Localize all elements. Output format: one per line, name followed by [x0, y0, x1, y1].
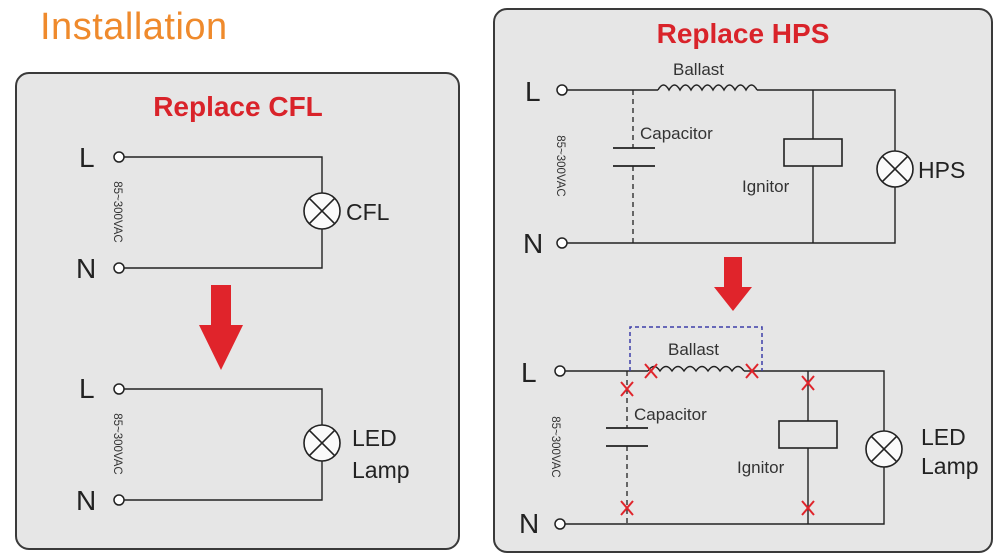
cfl-line-label: L	[79, 142, 95, 173]
cfl-led-voltage-label: 85~300VAC	[111, 413, 123, 475]
hps-heading: Replace HPS	[657, 18, 830, 49]
hps-led-bottom-wire	[565, 467, 885, 525]
hps-ballast-coil-icon	[657, 84, 758, 92]
hps-neutral-terminal	[556, 237, 568, 249]
hps-led-lamp-icon	[865, 430, 903, 468]
cfl-neutral-terminal	[113, 262, 125, 274]
hps-line-label: L	[525, 76, 541, 107]
cfl-led-neutral-terminal	[113, 494, 125, 506]
hps-led-lamp-label-line2: Lamp	[921, 453, 979, 479]
cfl-neutral-label: N	[76, 253, 96, 284]
hps-neutral-label: N	[523, 228, 543, 259]
replace-hps-panel	[493, 8, 993, 553]
hps-ignitor-box	[783, 138, 843, 167]
hps-led-lamp-label-line1: LED	[921, 424, 966, 450]
hps-top-wire-right	[757, 89, 896, 151]
hps-bottom-wire	[567, 187, 896, 244]
hps-led-voltage-label: 85~300VAC	[549, 416, 561, 478]
hps-led-neutral-terminal	[554, 518, 566, 530]
remove-mark-icon	[620, 381, 634, 397]
remove-mark-icon	[801, 375, 815, 391]
cfl-led-lamp-icon	[303, 424, 341, 462]
hps-led-ignitor-label: Ignitor	[737, 458, 785, 477]
hps-ballast-label: Ballast	[673, 60, 724, 79]
hps-led-ballast-coil-icon	[647, 365, 745, 373]
cfl-led-line-terminal	[113, 383, 125, 395]
cfl-line-terminal	[113, 151, 125, 163]
hps-line-terminal	[556, 84, 568, 96]
hps-led-top-wire-right	[762, 370, 885, 431]
cfl-led-circuit: L N LED Lamp 85~300VAC	[76, 373, 410, 516]
hps-removed-marks	[620, 363, 815, 516]
page-title: Installation	[40, 6, 228, 48]
hps-led-line-label: L	[521, 357, 537, 388]
hps-lamp-label: HPS	[918, 157, 965, 183]
cfl-lamp-label: CFL	[346, 199, 390, 225]
cfl-led-lamp-label-line2: Lamp	[352, 457, 410, 483]
cfl-circuit: L N CFL 85~300VAC	[76, 142, 390, 284]
hps-led-ignitor-box	[778, 420, 838, 449]
cfl-top-wire	[124, 156, 323, 193]
hps-led-ballast-label: Ballast	[668, 340, 719, 359]
cfl-lamp-icon	[303, 192, 341, 230]
hps-voltage-label: 85~300VAC	[554, 135, 566, 197]
cfl-voltage-label: 85~300VAC	[111, 181, 123, 243]
remove-mark-icon	[644, 363, 658, 379]
cfl-led-line-label: L	[79, 373, 95, 404]
cfl-heading: Replace CFL	[153, 91, 323, 122]
remove-mark-icon	[745, 363, 759, 379]
cfl-bottom-wire	[124, 229, 323, 269]
hps-ignitor-label: Ignitor	[742, 177, 790, 196]
hps-down-arrow-icon	[714, 257, 752, 311]
hps-led-neutral-label: N	[519, 508, 539, 539]
cfl-led-bottom-wire	[124, 461, 323, 501]
cfl-led-lamp-label-line1: LED	[352, 425, 397, 451]
hps-lamp-icon	[876, 150, 914, 188]
remove-mark-icon	[620, 500, 634, 516]
cfl-led-neutral-label: N	[76, 485, 96, 516]
cfl-down-arrow-icon	[199, 285, 243, 370]
hps-led-circuit: L N Ballast Capacitor Ignitor LED Lamp 8…	[519, 326, 979, 539]
hps-led-capacitor-label: Capacitor	[634, 405, 707, 424]
replace-cfl-panel	[15, 72, 460, 550]
hps-capacitor-label: Capacitor	[640, 124, 713, 143]
cfl-led-top-wire	[124, 388, 323, 425]
hps-circuit: L N Ballast Capacitor Ignitor HPS 85~300…	[523, 60, 965, 259]
hps-led-line-terminal	[554, 365, 566, 377]
hps-led-ballast-bypass-wire	[629, 326, 763, 371]
remove-mark-icon	[801, 500, 815, 516]
